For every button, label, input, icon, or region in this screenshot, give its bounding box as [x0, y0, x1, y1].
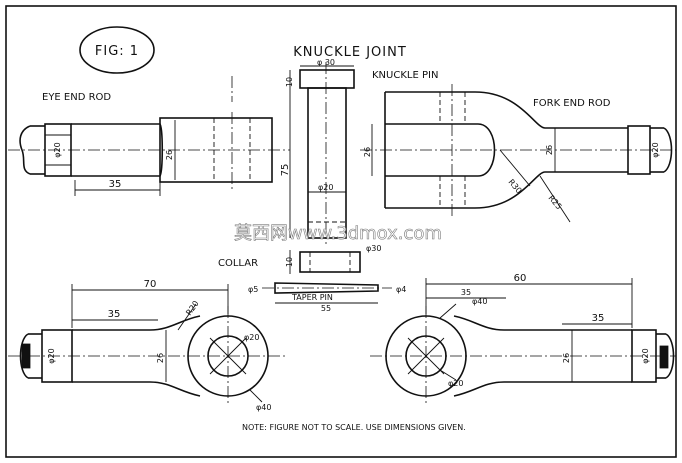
- fig-label: FIG: 1: [95, 44, 139, 59]
- eye-top-dia20: φ20: [53, 142, 62, 157]
- fork-bot-35b: 35: [592, 313, 605, 324]
- fig-label-frame: [79, 26, 155, 74]
- fork-bot-dia40: φ40: [472, 297, 487, 306]
- taper-pin-body: [274, 282, 379, 294]
- fork-right-26: 26: [545, 145, 554, 155]
- eye-bot-26: 26: [156, 353, 165, 363]
- eye-end-rod-label: EYE END ROD: [42, 92, 111, 103]
- collar-view: COLLAR 10 φ30: [218, 244, 381, 274]
- eye-bot-70: 70: [144, 279, 157, 290]
- fork-end-rod-front-view: FORK END ROD φ20 26 26 R30 R25: [360, 84, 676, 223]
- fork-bot-rod-section: [659, 345, 669, 369]
- knuckle-pin-view: KNUCKLE PIN φ 30 10 75 φ20: [280, 58, 438, 244]
- pin-dia20: φ20: [318, 183, 333, 192]
- collar-10: 10: [285, 257, 294, 267]
- collar-body: [299, 251, 361, 273]
- pin-10: 10: [285, 77, 294, 87]
- fork-bot-dia20: φ20: [641, 348, 650, 363]
- fork-bot-35a: 35: [461, 288, 471, 297]
- watermark: 莫西网www.3dmox.com: [234, 223, 442, 244]
- fork-bot-hole-dia: φ20: [448, 379, 463, 388]
- eye-end-rod-front-view: EYE END ROD φ20 26 35: [8, 76, 290, 196]
- taper-pin-view: φ5 φ4 TAPER PIN 55: [248, 282, 406, 313]
- fork-26: 26: [363, 147, 372, 157]
- eye-end-rod-top-view: 70 35 R20 φ20 φ20 26 φ40: [8, 279, 286, 412]
- eye-bot-dia20: φ20: [47, 348, 56, 363]
- eye-top-26: 26: [165, 150, 174, 160]
- eye-bot-rod-section: [21, 343, 31, 369]
- taper-dia4: φ4: [396, 285, 406, 294]
- fork-dia20: φ20: [651, 142, 660, 157]
- drawing-note: NOTE: FIGURE NOT TO SCALE. USE DIMENSION…: [242, 423, 466, 432]
- eye-bot-r20: R20: [184, 299, 200, 317]
- taper-dia5: φ5: [248, 285, 258, 294]
- pin-head: [299, 69, 355, 89]
- collar-label: COLLAR: [218, 258, 258, 269]
- collar-dia30: φ30: [366, 244, 381, 253]
- fork-bot-60: 60: [514, 273, 527, 284]
- pin-shank: [307, 87, 347, 239]
- eye-top-rod-break: [19, 125, 31, 175]
- pin-75: 75: [280, 164, 291, 177]
- fork-slot: [385, 123, 496, 177]
- taper-55: 55: [321, 304, 331, 313]
- taper-pin-label: TAPER PIN: [291, 293, 333, 302]
- drawing-title: KNUCKLE JOINT: [293, 45, 407, 60]
- drawing-border: [5, 5, 677, 458]
- knuckle-pin-label: KNUCKLE PIN: [372, 70, 438, 81]
- fork-bot-26: 26: [562, 353, 571, 363]
- fork-end-rod-label: FORK END ROD: [533, 98, 611, 109]
- eye-bot-hole-dia: φ20: [244, 333, 259, 342]
- eye-bot-dia40: φ40: [256, 403, 271, 412]
- eye-top-35: 35: [109, 179, 122, 190]
- eye-bot-35: 35: [108, 309, 121, 320]
- fork-end-rod-top-view: 60 35 φ40 35 26 φ20 φ20: [370, 273, 676, 406]
